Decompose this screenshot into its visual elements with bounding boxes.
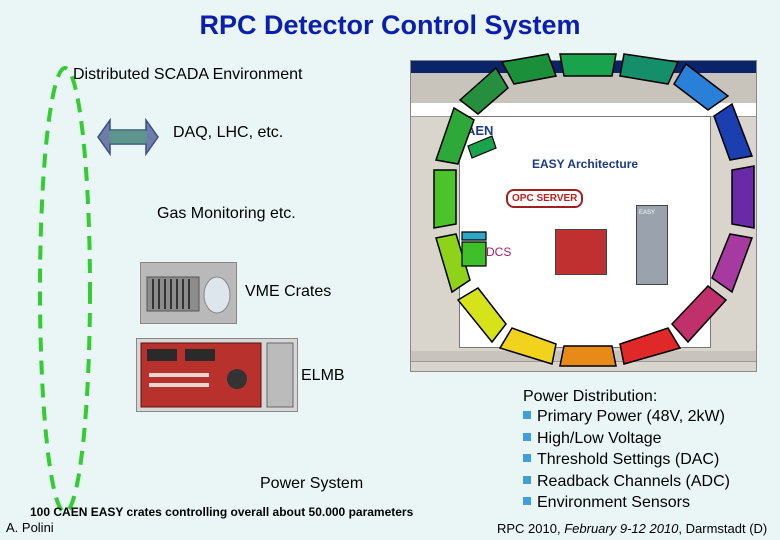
square-bullet-icon <box>523 411 531 419</box>
conference-info: RPC 2010, February 9-12 2010, Darmstadt … <box>497 521 768 536</box>
architecture-label: EASY Architecture <box>532 157 639 171</box>
caen-note: 100 CAEN EASY crates controlling overall… <box>30 505 414 519</box>
power-distribution-list: Primary Power (48V, 2kW) High/Low Voltag… <box>523 406 730 514</box>
vme-label: VME Crates <box>245 283 332 300</box>
list-item: Primary Power (48V, 2kW) <box>523 406 730 428</box>
detector-ring <box>433 53 755 367</box>
square-bullet-icon <box>523 432 531 441</box>
double-arrow-icon <box>97 118 159 156</box>
crate-graphic <box>555 229 607 275</box>
brand-label: AEN <box>466 123 494 138</box>
dcs-label: DCS <box>486 245 512 259</box>
slide-title: RPC Detector Control System <box>199 10 581 40</box>
gas-label: Gas Monitoring etc. <box>157 205 296 222</box>
power-distribution: Power Distribution: Primary Power (48V, … <box>523 388 730 514</box>
vme-crate-image <box>140 262 237 324</box>
opc-server-label: OPC SERVER <box>506 189 584 208</box>
power-distribution-heading: Power Distribution: <box>523 388 658 405</box>
architecture-canvas: AEN EASY Architecture OPC SERVER DCS EAS… <box>459 116 711 348</box>
square-bullet-icon <box>523 475 531 484</box>
elmb-label: ELMB <box>301 367 345 384</box>
dashed-ellipse <box>38 66 92 514</box>
easy-rack: EASY <box>636 205 668 285</box>
author: A. Polini <box>6 520 54 535</box>
square-bullet-icon <box>523 454 531 462</box>
square-bullet-icon <box>523 497 531 505</box>
daq-label: DAQ, LHC, etc. <box>173 124 284 141</box>
power-system-label: Power System <box>260 475 364 492</box>
list-item: Environment Sensors <box>523 492 730 514</box>
elmb-image <box>136 338 298 412</box>
list-item: Threshold Settings (DAC) <box>523 449 730 471</box>
scada-label: Distributed SCADA Environment <box>73 66 303 83</box>
list-item: High/Low Voltage <box>523 428 730 450</box>
list-item: Readback Channels (ADC) <box>523 471 730 493</box>
